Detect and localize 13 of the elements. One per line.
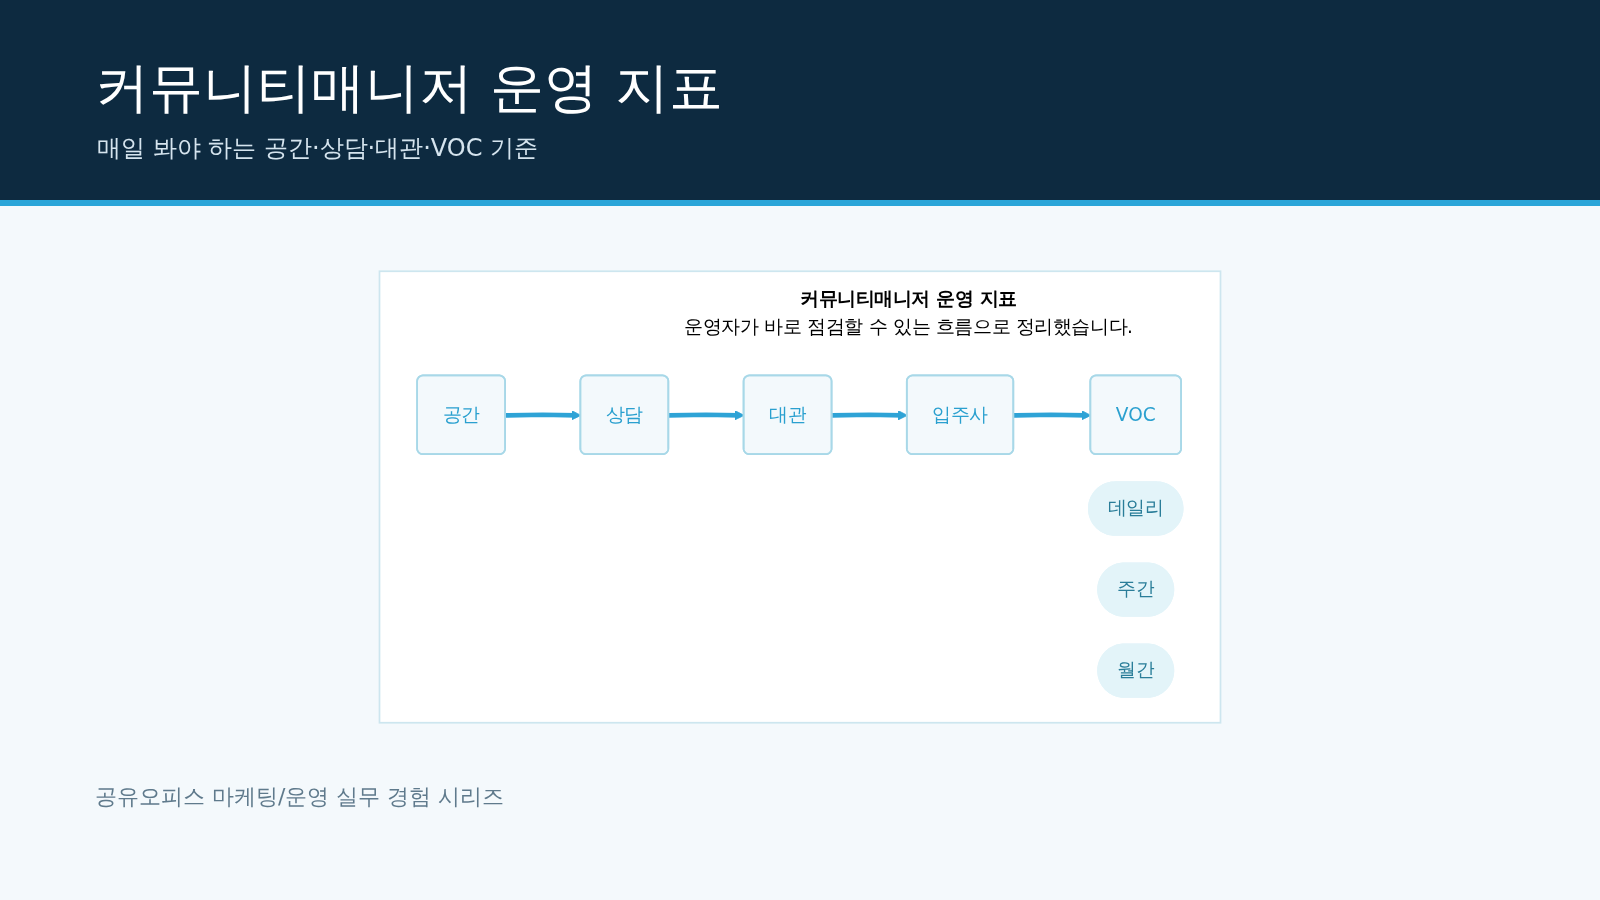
footer-caption: 공유오피스 마케팅/운영 실무 경험 시리즈 [95,783,505,811]
process-box: 대관 [742,374,833,456]
process-box: 상담 [579,374,670,456]
tag-chip: 데일리 [1087,481,1184,536]
card-description: 운영자가 바로 점검할 수 있는 흐름으로 정리했습니다. [684,314,1133,340]
page-title: 커뮤니티매니저 운영 지표 [95,55,724,121]
tag-chip: 월간 [1097,643,1175,698]
subtitle: 매일 봐야 하는 공간·상담·대관·VOC 기준 [97,133,539,164]
process-box: 입주사 [905,374,1015,456]
process-box: 공간 [416,374,506,456]
process-box: VOC [1089,374,1182,456]
tag-chip: 주간 [1097,562,1175,617]
card-heading: 커뮤니티매니저 운영 지표 [799,286,1018,312]
